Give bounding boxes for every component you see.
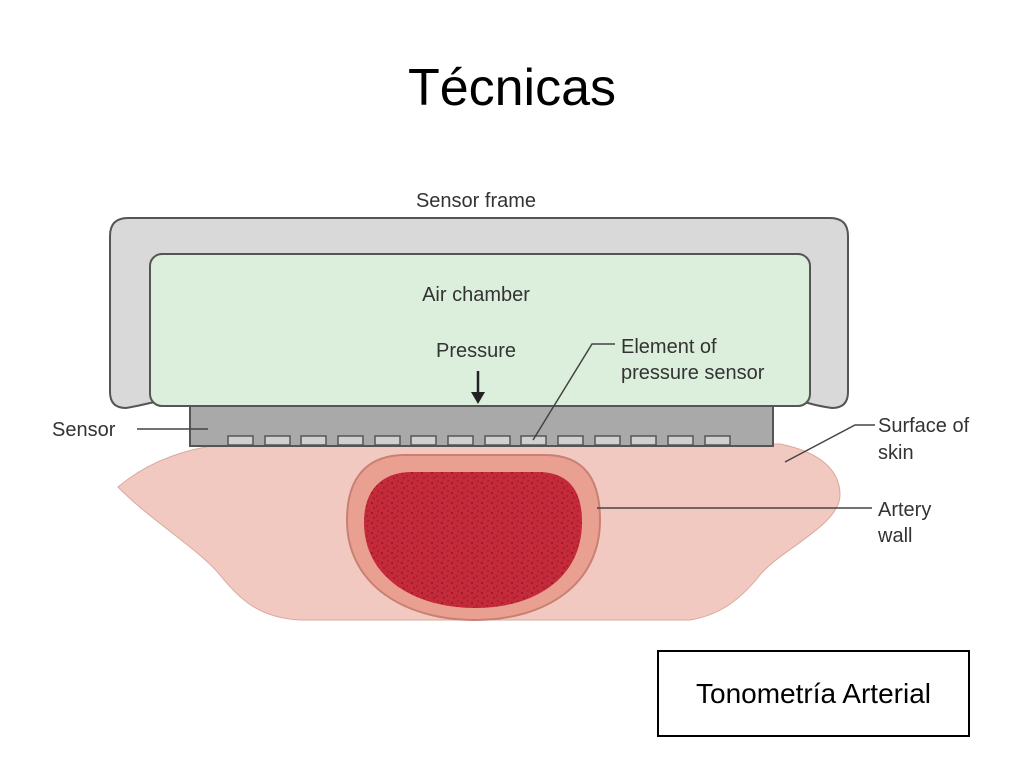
- slide-title: Técnicas: [407, 59, 617, 117]
- label-sensor-frame: Sensor frame: [416, 190, 536, 212]
- label-surface-line2: skin: [878, 442, 914, 464]
- pressure-sensor-elements: [227, 435, 731, 446]
- surface-leader: [784, 424, 875, 463]
- caption-box: Tonometría Arterial: [657, 650, 970, 737]
- label-air-chamber: Air chamber: [422, 284, 530, 306]
- label-artery-line1: Artery: [878, 499, 931, 521]
- label-sensor: Sensor: [52, 419, 116, 441]
- label-element-line1: Element of: [621, 336, 717, 358]
- element-leader: [532, 343, 615, 441]
- pressure-arrow-icon: [471, 371, 485, 404]
- caption-text: Tonometría Arterial: [696, 677, 931, 709]
- label-element-line2: pressure sensor: [621, 362, 765, 384]
- label-surface-line1: Surface of: [878, 415, 970, 437]
- label-pressure: Pressure: [436, 340, 516, 362]
- label-artery-line2: wall: [877, 525, 912, 547]
- artery-lumen: [364, 472, 582, 608]
